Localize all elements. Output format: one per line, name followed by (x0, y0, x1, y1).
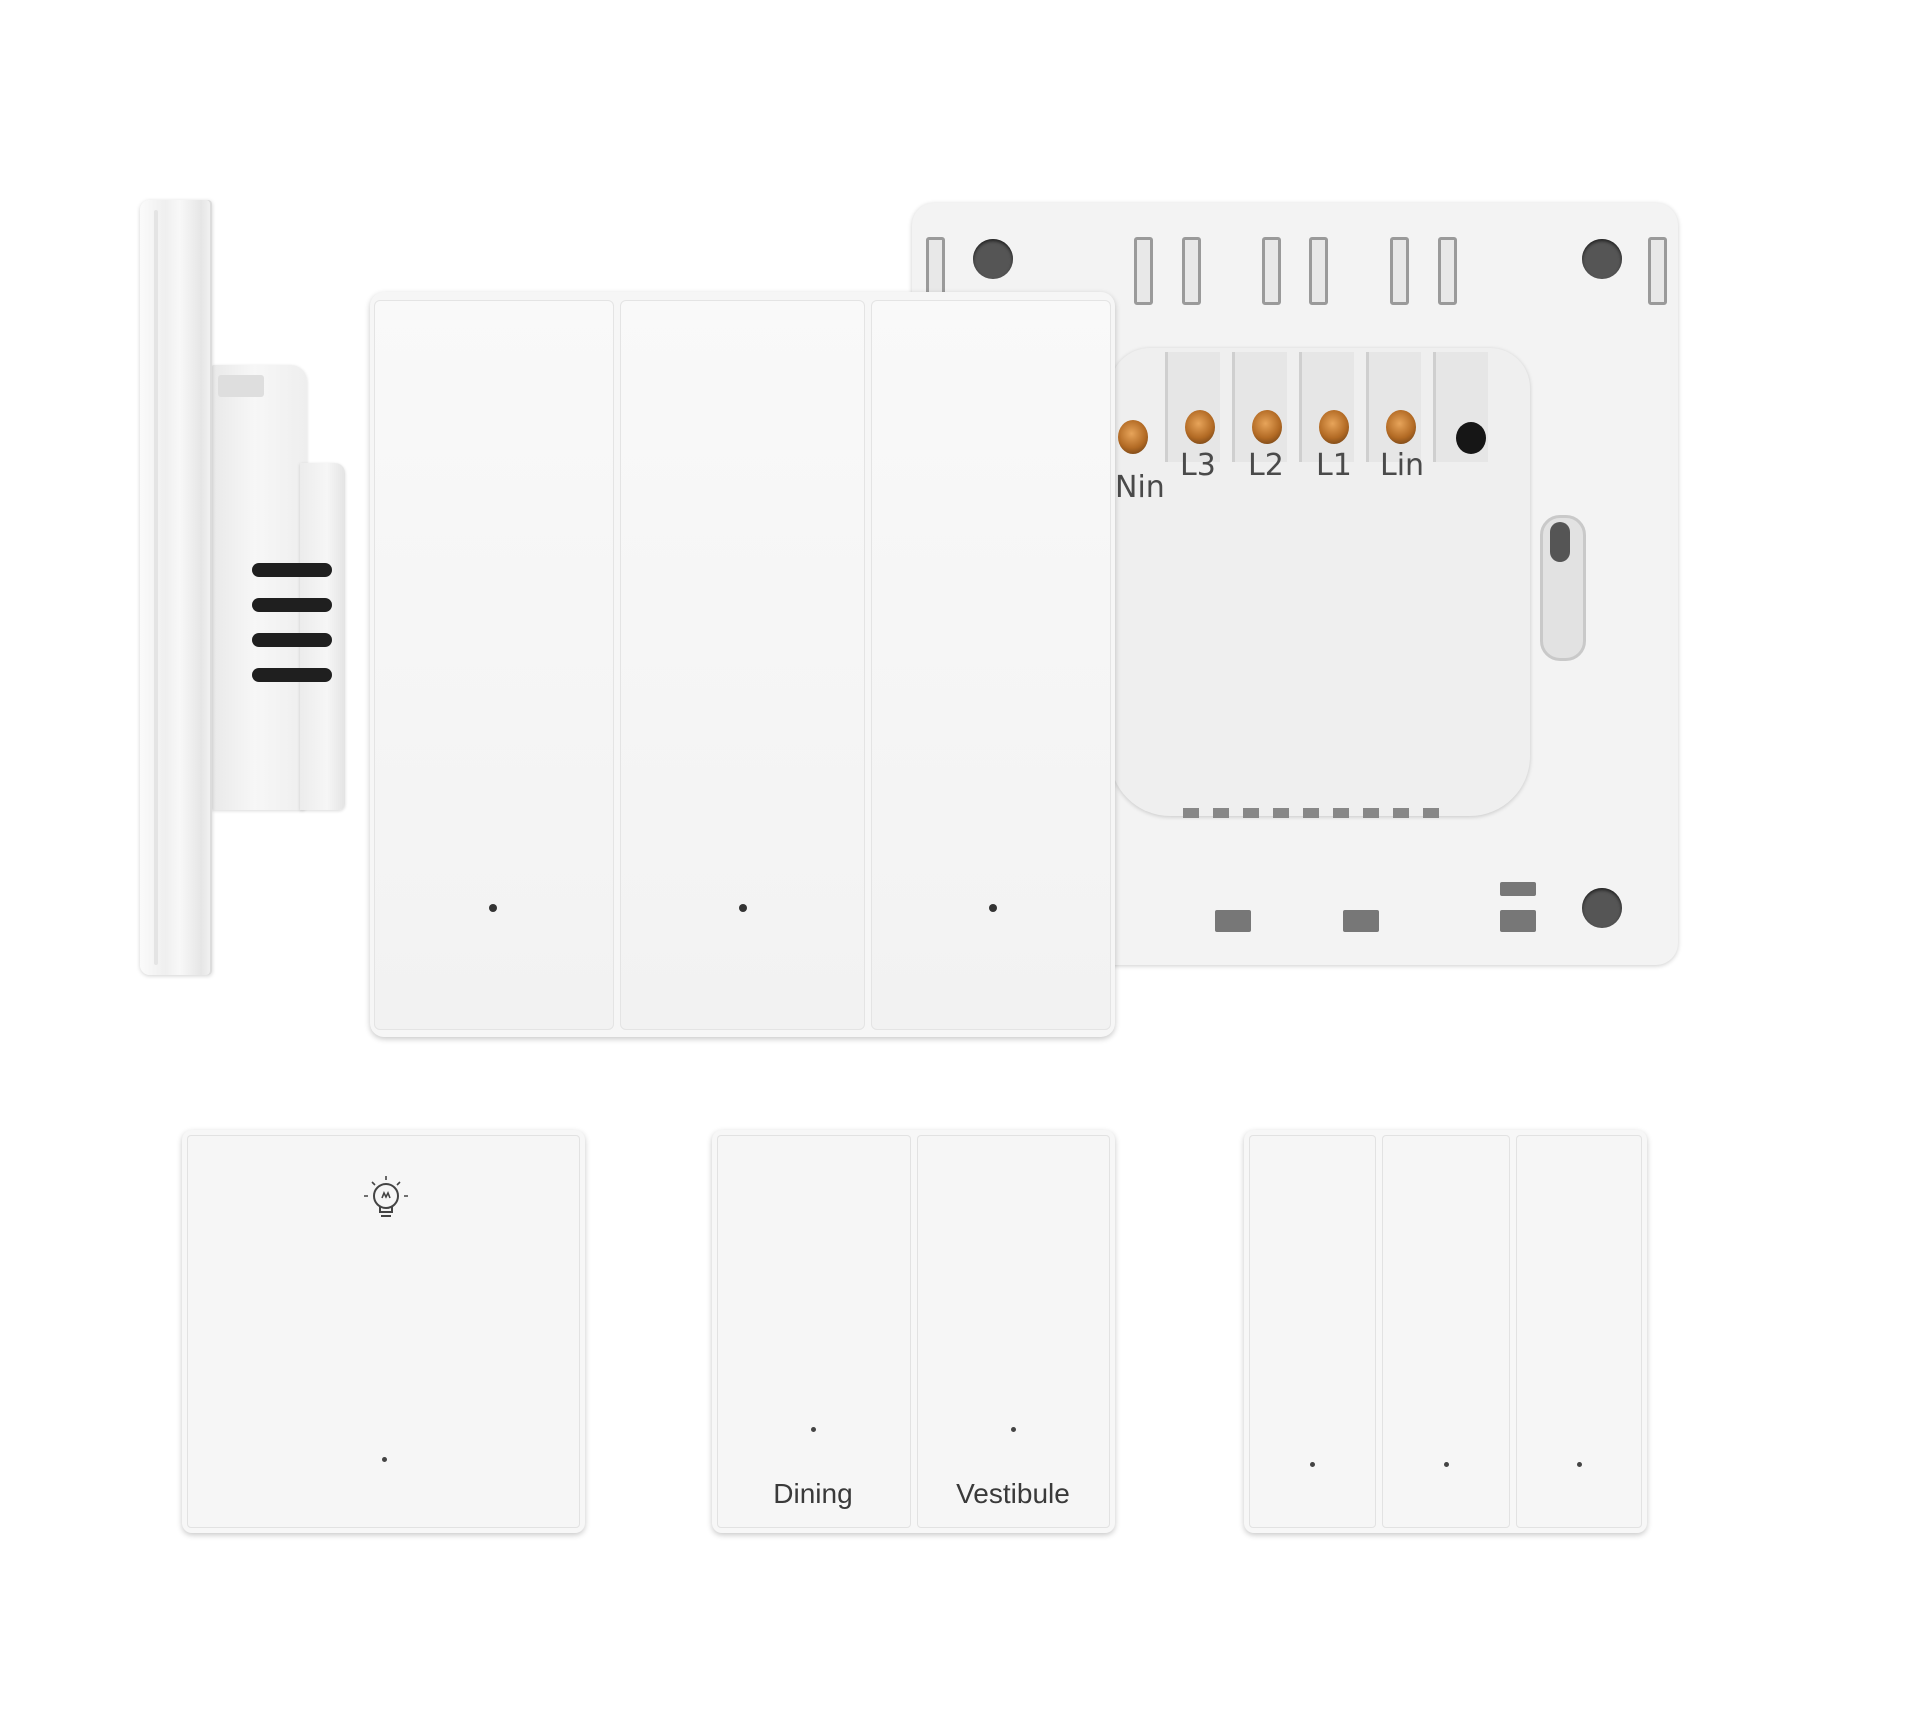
switch-key-right[interactable] (871, 300, 1111, 1030)
terminal-block (1366, 352, 1421, 462)
switch-key-middle[interactable] (1382, 1135, 1510, 1528)
bulb-icon (364, 1176, 408, 1217)
plate-slot (1309, 237, 1328, 305)
vent-slot (252, 668, 332, 682)
plate-slot (1438, 237, 1457, 305)
indicator-led (1444, 1462, 1449, 1467)
terminal-screw (1319, 410, 1349, 444)
latch-hole (1550, 522, 1570, 562)
key-label-dining: Dining (773, 1478, 853, 1509)
terminal-screw (1118, 420, 1148, 454)
indicator-led (739, 904, 747, 912)
mounting-hole (1582, 239, 1622, 279)
terminal-screw (1252, 410, 1282, 444)
module-grille (1273, 808, 1289, 818)
module-grille (1423, 808, 1439, 818)
switch-key-left[interactable] (374, 300, 614, 1030)
plate-tab (1500, 910, 1536, 932)
plate-slot (1262, 237, 1281, 305)
module-grille (1393, 808, 1409, 818)
terminal-screw (1185, 410, 1215, 444)
terminal-block (1165, 352, 1220, 462)
vent-slot (252, 598, 332, 612)
plate-slot (1134, 237, 1153, 305)
terminal-screw (1386, 410, 1416, 444)
terminal-block (1299, 352, 1354, 462)
terminal-screw-empty (1456, 422, 1486, 454)
terminal-label-l1: L1 (1316, 448, 1352, 483)
indicator-led (1310, 1462, 1315, 1467)
indicator-led (989, 904, 997, 912)
housing-clip (218, 375, 264, 397)
switch-key-middle[interactable] (620, 300, 865, 1030)
indicator-led (489, 904, 497, 912)
plate-slot (1648, 237, 1667, 305)
plate-slot (1182, 237, 1201, 305)
switch-key-left[interactable] (1249, 1135, 1376, 1528)
switch-side-faceplate (140, 200, 212, 975)
indicator-led (382, 1457, 387, 1462)
switch-key-right[interactable] (1516, 1135, 1642, 1528)
plate-tab (1343, 910, 1379, 932)
vent-slot (252, 563, 332, 577)
mounting-hole (1582, 888, 1622, 928)
module-grille (1243, 808, 1259, 818)
vent-slot (252, 633, 332, 647)
switch-key[interactable] (187, 1135, 580, 1528)
terminal-block (1232, 352, 1287, 462)
module-grille (1363, 808, 1379, 818)
switch-key-dining[interactable] (717, 1135, 911, 1528)
key-label-vestibule: Vestibule (956, 1478, 1070, 1509)
terminal-label-l2: L2 (1248, 448, 1284, 483)
module-grille (1303, 808, 1319, 818)
terminal-label-l3: L3 (1180, 448, 1216, 483)
module-grille (1333, 808, 1349, 818)
indicator-led (1011, 1427, 1016, 1432)
plate-slot (1390, 237, 1409, 305)
mounting-hole (973, 239, 1013, 279)
indicator-led (1577, 1462, 1582, 1467)
plate-tab (1500, 882, 1536, 896)
switch-key-vestibule[interactable] (917, 1135, 1110, 1528)
module-grille (1213, 808, 1229, 818)
terminal-label-lin: Lin (1380, 448, 1425, 483)
terminal-label-nin: Nin (1115, 470, 1165, 505)
plate-tab (1215, 910, 1251, 932)
module-grille (1183, 808, 1199, 818)
switch-side-housing (212, 365, 307, 810)
indicator-led (811, 1427, 816, 1432)
